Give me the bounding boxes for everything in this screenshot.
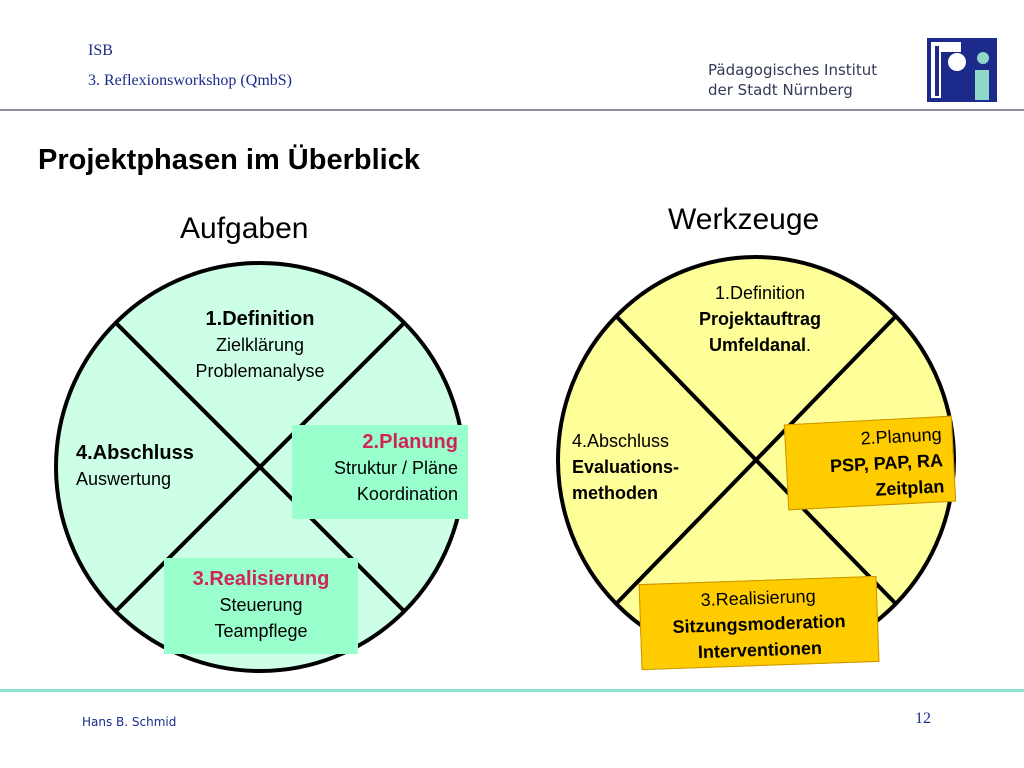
institute-line-2: der Stadt Nürnberg bbox=[708, 81, 853, 99]
left-phase-planung: 2.Planung Struktur / Pläne Koordination bbox=[292, 425, 468, 519]
right-abschluss-line1: Evaluations- bbox=[572, 457, 680, 477]
left-definition-title: 1.Definition bbox=[205, 308, 315, 330]
footer-author: Hans B. Schmid bbox=[82, 715, 177, 729]
page-number: 12 bbox=[915, 710, 931, 727]
right-phase-abschluss: 4.Abschluss Evaluations- methoden bbox=[572, 428, 679, 506]
right-heading: Werkzeuge bbox=[668, 203, 820, 236]
right-definition-line2: Umfeldanal bbox=[708, 335, 806, 355]
left-realisierung-line2: Teampflege bbox=[214, 621, 308, 641]
header-line-1: ISB bbox=[88, 42, 113, 59]
right-phase-realisierung: 3.Realisierung Sitzungsmoderation Interv… bbox=[638, 575, 880, 671]
left-planung-line2: Koordination bbox=[356, 484, 458, 504]
institute-logo-icon bbox=[927, 38, 997, 102]
right-definition-line2-wrap: Umfeldanal. bbox=[670, 332, 850, 358]
left-phase-abschluss: 4.Abschluss Auswertung bbox=[76, 440, 194, 492]
right-phase-definition: 1.Definition Projektauftrag Umfeldanal. bbox=[670, 280, 850, 358]
header-line-2: 3. Reflexionsworkshop (QmbS) bbox=[88, 72, 292, 89]
left-definition-line2: Problemanalyse bbox=[195, 361, 325, 381]
header-divider bbox=[0, 109, 1024, 111]
institute-line-1: Pädagogisches Institut bbox=[708, 61, 878, 79]
right-abschluss-line2: methoden bbox=[572, 483, 659, 503]
right-abschluss-title: 4.Abschluss bbox=[572, 431, 670, 451]
right-phase-planung: 2.Planung PSP, PAP, RA Zeitplan bbox=[783, 415, 957, 511]
left-phase-realisierung: 3.Realisierung Steuerung Teampflege bbox=[164, 558, 358, 654]
left-planung-title: 2.Planung bbox=[362, 431, 458, 453]
right-definition-line2-suffix: . bbox=[806, 335, 812, 355]
left-abschluss-line1: Auswertung bbox=[76, 469, 172, 489]
left-abschluss-title: 4.Abschluss bbox=[76, 442, 194, 464]
right-definition-line1: Projektauftrag bbox=[698, 309, 822, 329]
left-realisierung-line1: Steuerung bbox=[219, 595, 303, 615]
left-definition-line1: Zielklärung bbox=[215, 335, 305, 355]
right-definition-title: 1.Definition bbox=[714, 283, 806, 303]
left-heading: Aufgaben bbox=[180, 212, 309, 245]
page-title: Projektphasen im Überblick bbox=[38, 144, 420, 176]
left-phase-definition: 1.Definition Zielklärung Problemanalyse bbox=[170, 306, 350, 384]
institute-name: Pädagogisches Institut der Stadt Nürnber… bbox=[708, 60, 877, 100]
footer-divider bbox=[0, 689, 1024, 692]
left-realisierung-title: 3.Realisierung bbox=[192, 568, 330, 590]
left-planung-line1: Struktur / Pläne bbox=[333, 458, 458, 478]
